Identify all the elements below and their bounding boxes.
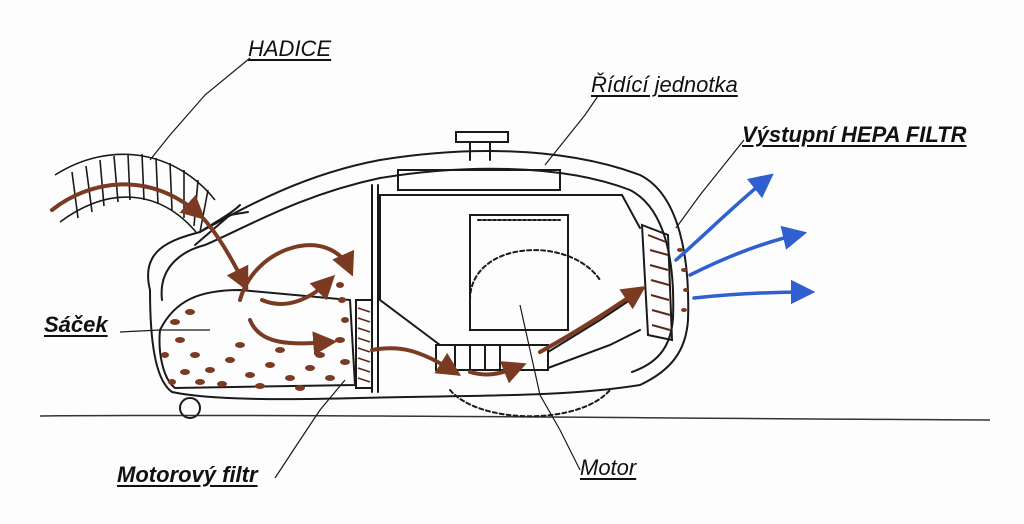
floor-line xyxy=(39,414,991,421)
label-sacek: Sáček xyxy=(44,312,108,337)
motor-filter-texture xyxy=(357,307,371,383)
label-hepa-filtr: Výstupní HEPA FILTR xyxy=(742,122,967,147)
label-motor: Motor xyxy=(580,455,637,480)
label-ridici-jednotka: Řídící jednotka xyxy=(591,72,738,97)
vacuum-body xyxy=(147,131,690,419)
leader-lines xyxy=(119,57,745,479)
dirt-particles xyxy=(161,248,689,391)
label-hadice: HADICE xyxy=(248,36,332,61)
exhaust-arrows xyxy=(674,173,816,305)
hepa-filter-texture xyxy=(647,234,671,331)
airflow-arrows xyxy=(50,182,646,384)
label-motorovy-filtr: Motorový filtr xyxy=(117,462,258,487)
